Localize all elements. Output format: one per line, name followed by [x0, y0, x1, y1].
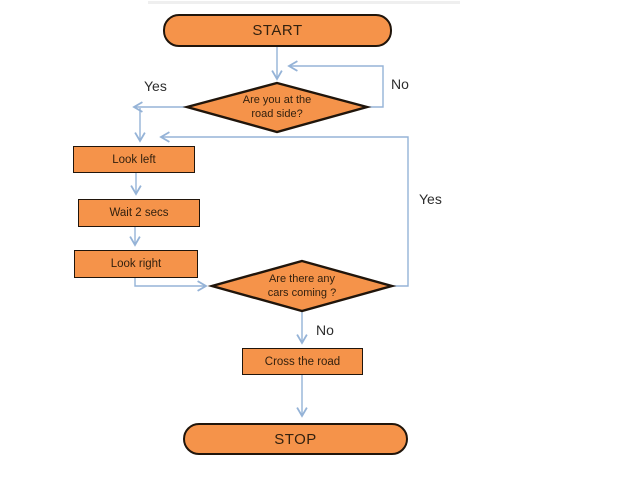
connector-look-right-to-decision2: [134, 278, 206, 286]
decision-cars-line1: Are there any: [268, 273, 336, 285]
connector-decision2-yes-loop: [161, 137, 409, 287]
decision-cars-label: Are there any cars coming ?: [222, 272, 382, 301]
node-start: START: [163, 14, 392, 47]
node-cross-the-road: Cross the road: [242, 348, 363, 375]
edge-label-yes-right: Yes: [419, 191, 442, 207]
node-look-right-label: Look right: [110, 258, 162, 270]
edge-label-no-top: No: [391, 76, 409, 92]
node-wait-2-secs: Wait 2 secs: [78, 199, 200, 227]
node-look-left-label: Look left: [112, 153, 156, 166]
edge-label-yes-left: Yes: [144, 78, 167, 94]
decision-roadside-line1: Are you at the: [242, 94, 312, 106]
cropped-title-artifact: [148, 1, 460, 4]
edge-label-no-bottom: No: [316, 322, 334, 338]
decision-cars-line2: cars coming ?: [267, 287, 337, 300]
node-stop-label: STOP: [274, 430, 317, 448]
decision-cars-shape: [207, 259, 397, 313]
node-start-label: START: [252, 22, 303, 39]
connector-decision1-no-loop: [289, 66, 384, 108]
decision-roadside-shape: [182, 81, 372, 134]
node-wait-2-secs-label: Wait 2 secs: [109, 207, 169, 219]
node-look-left: Look left: [73, 146, 195, 173]
node-cross-the-road-label: Cross the road: [264, 355, 341, 368]
decision-roadside-line2: road side?: [251, 108, 303, 121]
node-stop: STOP: [183, 423, 408, 455]
decision-roadside-label: Are you at the road side?: [197, 93, 357, 122]
node-look-right: Look right: [74, 250, 198, 278]
